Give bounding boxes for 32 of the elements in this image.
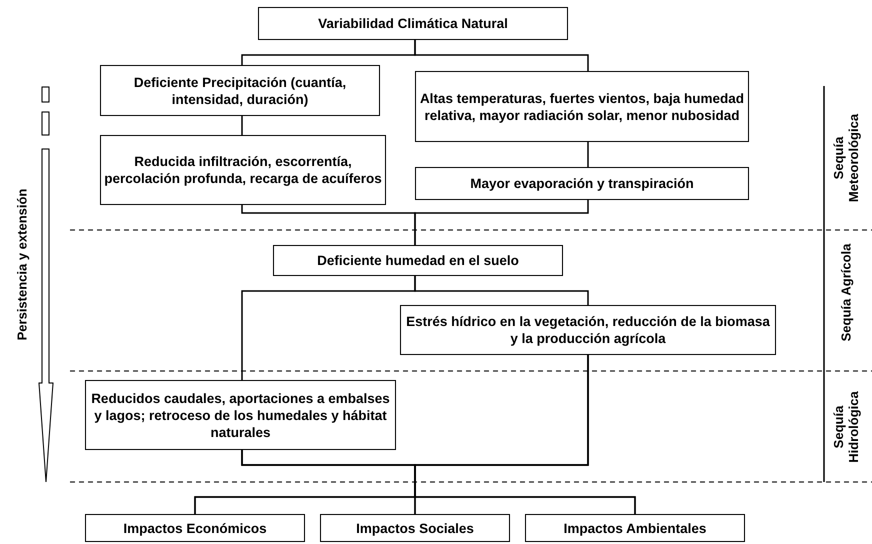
process-box xyxy=(100,135,386,205)
box-text: Reducidos caudales, aportaciones a embalses y lagos; retroceso de los humedales y hábitat naturales xyxy=(90,390,391,440)
axis-label: Persistencia y extensión xyxy=(14,188,30,342)
process-box xyxy=(100,65,380,116)
stage-label: Sequía Hidrológica xyxy=(831,390,861,465)
connector-line xyxy=(414,200,589,245)
connector-line xyxy=(241,116,243,135)
stage-label: Sequía Meteorológica xyxy=(831,112,861,204)
box-text: Impactos Sociales xyxy=(356,520,474,536)
process-box xyxy=(415,71,749,142)
box-text: Altas temperaturas, fuertes vientos, baja humedad relativa, mayor radiación solar, menor nubosidad xyxy=(418,90,746,124)
connector-line xyxy=(414,355,636,514)
box-text: Deficiente humedad en el suelo xyxy=(317,252,519,269)
process-box xyxy=(415,167,749,200)
process-box xyxy=(525,514,745,542)
stage-label: Sequía Agrícola xyxy=(838,242,854,342)
process-box xyxy=(273,245,563,276)
process-box xyxy=(320,514,510,542)
process-box xyxy=(85,380,396,450)
process-box xyxy=(258,7,568,40)
box-text: Mayor evaporación y transpiración xyxy=(470,175,694,192)
box-text: Impactos Económicos xyxy=(123,520,267,536)
box-text: Deficiente Precipitación (cuantía, intensidad, duración) xyxy=(132,74,348,108)
process-box xyxy=(85,514,305,542)
process-box xyxy=(400,305,776,355)
connector-line xyxy=(414,40,589,71)
box-text: Reducida infiltración, escorrentía, percolación profunda, recarga de acuíferos xyxy=(103,153,383,187)
connector-line xyxy=(587,142,589,167)
box-text: Variabilidad Climática Natural xyxy=(318,15,508,32)
box-text: Estrés hídrico en la vegetación, reducción de la biomasa y la producción agrícola xyxy=(405,313,771,347)
box-text: Impactos Ambientales xyxy=(564,520,706,536)
connector-line xyxy=(414,276,589,305)
